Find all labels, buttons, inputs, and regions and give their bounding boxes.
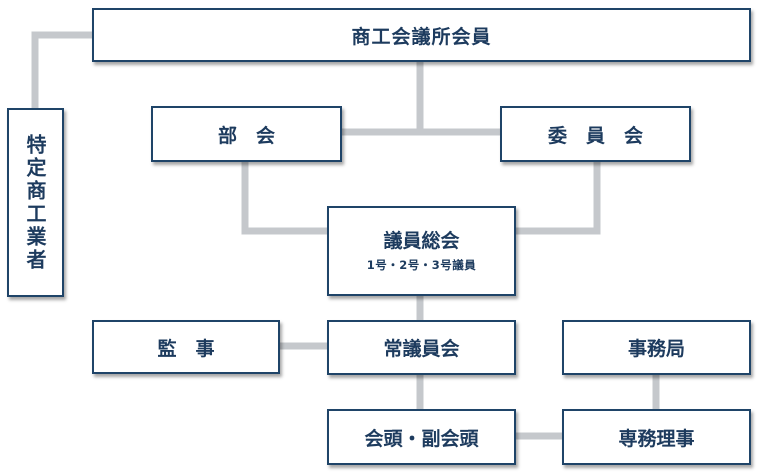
division-box: 部 会: [151, 106, 342, 162]
division-label: 部 会: [217, 124, 275, 147]
general-assembly-title: 議員総会: [383, 229, 460, 252]
secretariat-box: 事務局: [562, 320, 751, 375]
special-business-label: 特定商工業者: [23, 133, 47, 272]
chairman-box: 会頭・副会頭: [327, 409, 516, 465]
connector-committee-assembly: [516, 162, 601, 235]
committee-box: 委 員 会: [500, 106, 691, 162]
auditor-box: 監 事: [92, 320, 280, 374]
auditor-label: 監 事: [157, 337, 215, 360]
general-assembly-box: 議員総会 1号・2号・3号議員: [327, 206, 516, 296]
members-label: 商工会議所会員: [351, 25, 492, 48]
special-business-box: 特定商工業者: [7, 108, 64, 297]
committee-label: 委 員 会: [547, 124, 643, 147]
standing-council-label: 常議員会: [383, 338, 460, 360]
connector-division-assembly: [241, 162, 327, 235]
connector-members-special: [31, 31, 92, 108]
chairman-label: 会頭・副会頭: [364, 427, 479, 450]
general-assembly-subtitle: 1号・2号・3号議員: [366, 257, 477, 272]
executive-director-label: 専務理事: [618, 427, 695, 450]
members-box: 商工会議所会員: [92, 8, 751, 62]
standing-council-box: 常議員会: [327, 320, 516, 375]
secretariat-label: 事務局: [627, 338, 685, 360]
executive-director-box: 専務理事: [562, 409, 751, 465]
